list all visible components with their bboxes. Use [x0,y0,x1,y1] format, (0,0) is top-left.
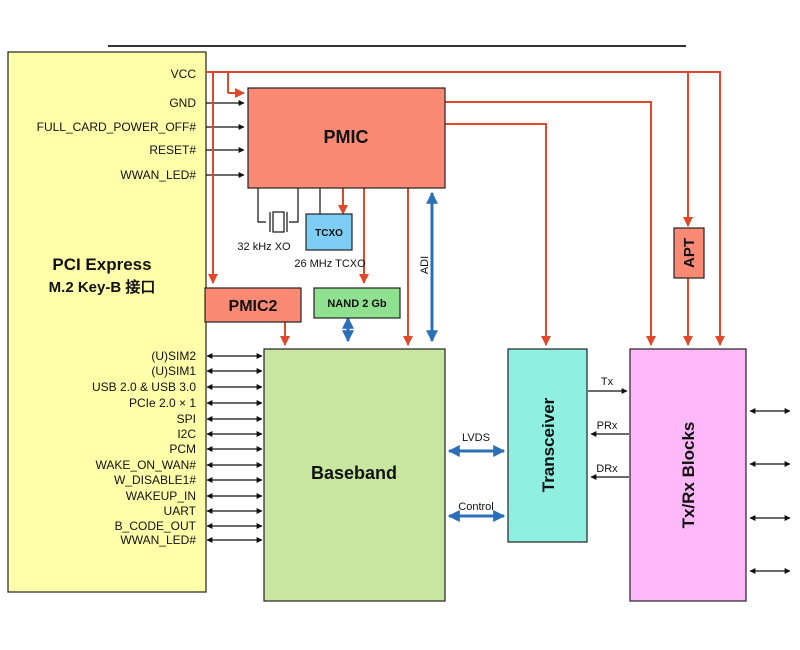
txrx-label: Tx/Rx Blocks [679,422,698,529]
pci-title-line1: PCI Express [52,255,151,274]
baseband-pin-arrows [206,353,263,543]
data-lines [342,191,506,522]
drx-label: DRx [596,463,618,475]
txrx-block [629,348,747,602]
pin-pcm: PCM [169,442,196,456]
pin-usim1: (U)SIM1 [151,364,196,378]
adi-label: ADI [419,256,431,274]
pin-wwan-led-baseband: WWAN_LED# [120,533,196,547]
nand-label: NAND 2 Gb [327,298,387,310]
baseband-block [263,348,446,602]
tx-label: Tx [601,376,614,388]
pin-gnd: GND [169,96,196,110]
crystal-icon [269,211,288,233]
pin-wakeup-in: WAKEUP_IN [126,489,196,503]
apt-block [673,227,705,279]
pin-spi: SPI [177,412,196,426]
control-label: Control [458,501,493,513]
baseband-label: Baseband [311,463,397,483]
pin-uart: UART [164,504,197,518]
pmic-block [247,87,446,189]
pin-w-disable1: W_DISABLE1# [114,473,196,487]
nand-block [313,287,401,319]
baseband-pin-labels: (U)SIM2 (U)SIM1 USB 2.0 & USB 3.0 PCIe 2… [92,349,197,547]
pmic-label: PMIC [324,127,369,147]
apt-label: APT [681,238,698,268]
xo-label: 32 kHz XO [237,241,291,253]
pin-wwan-led-pmic: WWAN_LED# [120,168,196,182]
pin-vcc: VCC [171,67,197,81]
pin-usim2: (U)SIM2 [151,349,196,363]
tcxo-label: TCXO [315,228,343,239]
pin-pcie: PCIe 2.0 × 1 [129,396,196,410]
prx-label: PRx [597,420,618,432]
pmic-pin-labels: VCC GND FULL_CARD_POWER_OFF# RESET# WWAN… [37,67,197,182]
pin-reset: RESET# [149,143,196,157]
rf-lines [588,388,629,480]
xo-connections [257,188,321,223]
pin-wake-on-wan: WAKE_ON_WAN# [96,458,197,472]
pmic2-label: PMIC2 [229,298,278,315]
pmic2-block [204,287,302,323]
pci-express-block [7,51,207,593]
transceiver-label: Transceiver [539,397,558,492]
tcxo-freq-label: 26 MHz TCXO [294,258,366,270]
pin-usb: USB 2.0 & USB 3.0 [92,380,196,394]
lvds-label: LVDS [462,432,490,444]
pci-title-line2: M.2 Key-B 接口 [49,278,156,296]
pin-i2c: I2C [177,427,196,441]
pmic-pin-arrows [206,100,245,178]
pin-b-code-out: B_CODE_OUT [115,519,197,533]
transceiver-block [507,348,588,543]
power-lines [206,71,725,346]
pin-full-card-power-off: FULL_CARD_POWER_OFF# [37,120,197,134]
tcxo-block [305,213,353,251]
antenna-arrows [749,408,791,574]
